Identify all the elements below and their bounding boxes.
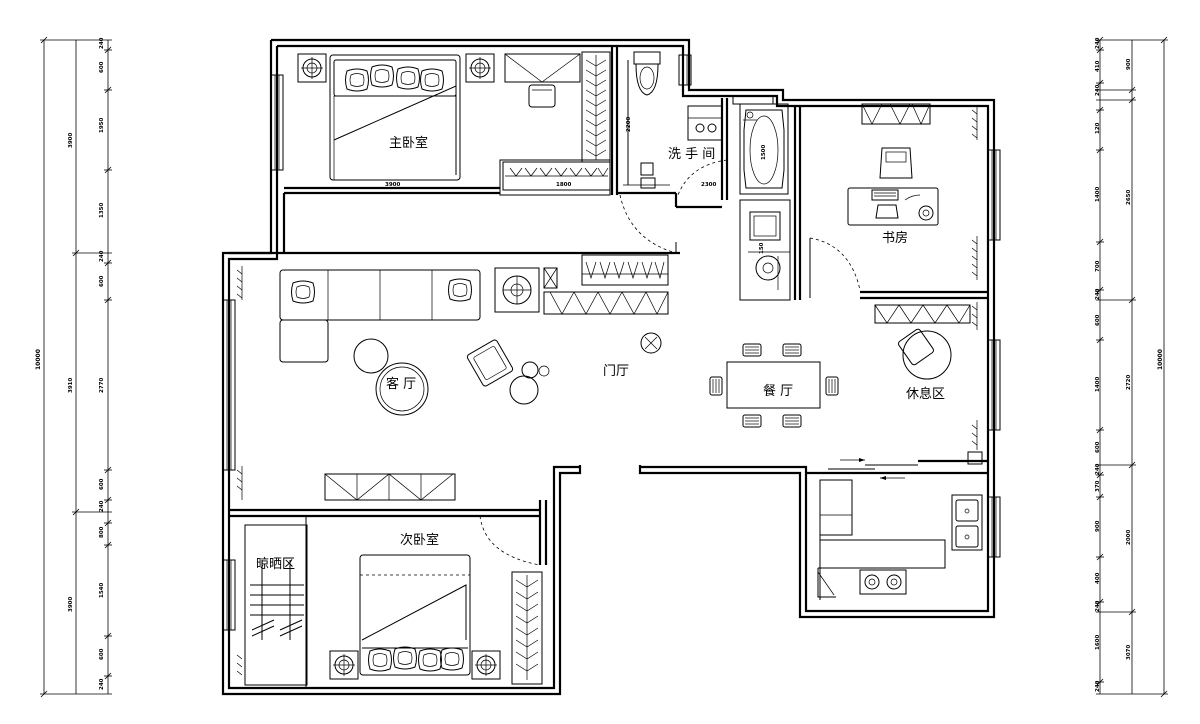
dim-left-tick: 600 — [99, 61, 105, 73]
right-dimension-lines — [1096, 36, 1168, 698]
label-lounge: 休息区 — [906, 386, 945, 402]
dining-table — [709, 343, 839, 428]
dim-right-seg-5: 3070 — [1126, 645, 1132, 660]
master-wardrobe — [502, 51, 611, 191]
dim-right-tick: 1400 — [1095, 377, 1101, 392]
dim-left-tick: 2770 — [99, 378, 105, 393]
dim-left-tick: 1350 — [99, 203, 105, 218]
dim-right-tick: 1600 — [1095, 635, 1101, 650]
coffee-table — [353, 338, 429, 416]
dim-right-tick: 120 — [1095, 122, 1101, 134]
label-drying-area: 晾晒区 — [256, 556, 295, 572]
shower-column — [623, 60, 670, 189]
dim-left-seg-3: 3900 — [68, 597, 74, 612]
dim-right-seg-2: 2650 — [1126, 190, 1132, 205]
label-second-bedroom: 次卧室 — [400, 532, 439, 548]
dim-left-tick: 600 — [99, 648, 105, 660]
dim-left-total: 10000 — [35, 349, 42, 370]
vanity-desk — [504, 53, 581, 108]
dim-right-tick: 240 — [1095, 37, 1101, 49]
dim-left-tick: 240 — [99, 678, 105, 690]
living-shelves — [236, 266, 243, 500]
doors — [479, 159, 918, 566]
dim-right-tick: 1400 — [1095, 187, 1101, 202]
dim-left-tick: 240 — [99, 37, 105, 49]
wash-basin — [687, 105, 723, 141]
label-study: 书房 — [882, 230, 908, 246]
label-foyer: 门厅 — [603, 364, 629, 379]
dim-right-tick: 600 — [1095, 441, 1101, 453]
dim-left-tick: 600 — [99, 478, 105, 490]
lounge-chair — [466, 339, 550, 405]
dim-left-tick: 800 — [99, 526, 105, 538]
dim-right-tick: 600 — [1095, 314, 1101, 326]
dim-wardrobe-width: 1800 — [556, 182, 571, 188]
dim-right-tick: 240 — [1095, 288, 1101, 300]
study-shelf — [971, 106, 978, 280]
dim-left-tick: 240 — [99, 500, 105, 512]
dim-right-seg-3: 2720 — [1126, 375, 1132, 390]
left-dimension-lines — [40, 36, 112, 698]
internal-walls — [229, 46, 988, 688]
dim-left-seg-1: 3900 — [68, 133, 74, 148]
dim-basin: 150 — [759, 242, 765, 254]
label-master-bedroom: 主卧室 — [389, 135, 428, 151]
master-bed — [329, 54, 461, 181]
toilet — [633, 51, 661, 96]
dim-right-tick: 410 — [1095, 60, 1101, 72]
dim-right-tick: 240 — [1095, 463, 1101, 475]
label-dining: 餐 厅 — [763, 383, 793, 399]
dim-right-seg-4: 2000 — [1126, 530, 1132, 545]
bathtub — [739, 103, 789, 195]
dim-left-tick: 1540 — [99, 583, 105, 598]
label-living-room: 客 厅 — [386, 376, 416, 392]
dim-right-tick: 900 — [1095, 520, 1101, 532]
dim-master-width: 3900 — [385, 182, 400, 188]
dim-left-tick: 1950 — [99, 118, 105, 133]
foyer-fixture — [640, 332, 662, 354]
dim-right-tick: 240 — [1095, 84, 1101, 96]
dim-wash-height: 2200 — [626, 117, 632, 132]
second-lamp-left — [329, 650, 359, 680]
dim-left-tick: 600 — [99, 275, 105, 287]
living-side-lamp — [494, 267, 540, 313]
second-bed — [359, 554, 471, 676]
study-desk — [847, 103, 939, 226]
dim-right-tick: 240 — [1095, 600, 1101, 612]
dim-right-tick: 400 — [1095, 572, 1101, 584]
windows — [222, 54, 1001, 631]
wc-fixtures — [748, 211, 790, 290]
label-washroom: 洗 手 间 — [668, 147, 715, 162]
dim-left-seg-2: 3910 — [68, 378, 74, 393]
dim-right-seg-1: 900 — [1126, 58, 1132, 70]
dim-bath-length: 1500 — [761, 145, 767, 160]
kitchen-fixtures — [817, 479, 983, 598]
second-wardrobe — [511, 571, 543, 685]
living-wall-storage — [543, 254, 669, 315]
dim-wash-width: 2300 — [701, 182, 716, 188]
dim-right-tick: 370 — [1095, 480, 1101, 492]
sofa — [279, 269, 481, 363]
second-lamp-right — [471, 650, 501, 680]
dim-right-tick: 700 — [1095, 260, 1101, 272]
dim-left-tick: 240 — [99, 250, 105, 262]
lounge-furniture — [874, 302, 978, 450]
nightstand-lamp-left — [297, 53, 327, 83]
tv-cabinet — [324, 473, 456, 501]
dim-right-tick: 240 — [1095, 680, 1101, 692]
nightstand-lamp-right — [465, 53, 495, 83]
drying-racks — [236, 524, 308, 686]
dim-right-total: 10000 — [1157, 349, 1164, 370]
